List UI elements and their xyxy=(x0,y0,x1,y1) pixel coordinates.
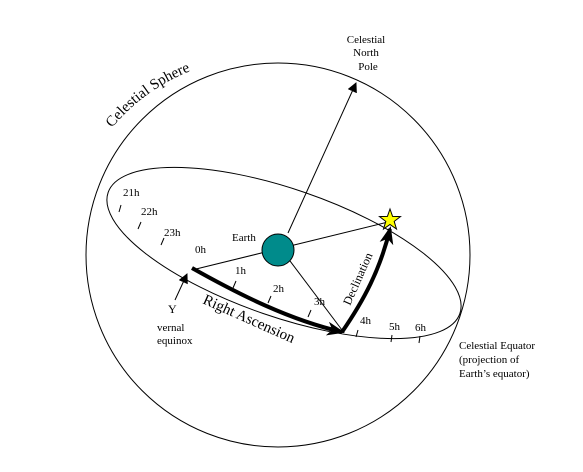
tick-1h xyxy=(232,280,237,289)
tick-22h xyxy=(137,221,142,230)
celestial-sphere-circle xyxy=(85,62,471,448)
hour-label-5h: 5h xyxy=(389,321,401,333)
celestial-equator-ellipse xyxy=(106,166,462,340)
tick-2h xyxy=(267,295,272,304)
hour-label-22h: 22h xyxy=(141,206,158,218)
declination-arrow xyxy=(340,226,394,334)
vernal-pointer-line xyxy=(174,273,188,301)
right-ascension-arrow xyxy=(191,266,345,336)
celestial-sphere-label: Celestial Sphere xyxy=(103,60,192,131)
tick-5h xyxy=(390,334,393,343)
hour-label-23h: 23h xyxy=(164,227,181,239)
equator-label-line3: Earth’s equator) xyxy=(459,368,530,380)
earth-to-ra-line xyxy=(283,252,343,331)
tick-21h xyxy=(118,204,122,213)
earth-circle xyxy=(261,233,295,267)
aries-symbol: Υ xyxy=(168,302,177,316)
tick-6h xyxy=(418,335,421,344)
hour-label-0h: 0h xyxy=(195,244,207,256)
star-icon xyxy=(378,207,402,231)
pole-label-line1: Celestial xyxy=(347,34,386,46)
equator-label-line1: Celestial Equator xyxy=(459,340,535,352)
hour-label-21h: 21h xyxy=(123,187,140,199)
tick-3h xyxy=(307,309,312,318)
tick-23h xyxy=(160,237,165,246)
vernal-label-line2: equinox xyxy=(157,335,193,347)
vernal-label-line1: vernal xyxy=(157,322,184,334)
equator-label-line2: (projection of xyxy=(459,354,520,366)
earth-label: Earth xyxy=(232,232,256,244)
pole-label-line2: North xyxy=(353,47,379,59)
hour-label-4h: 4h xyxy=(360,315,372,327)
hour-label-3h: 3h xyxy=(314,296,326,308)
tick-4h xyxy=(355,329,359,338)
declination-label: Declination xyxy=(340,250,376,307)
hour-label-2h: 2h xyxy=(273,283,285,295)
pole-label-line3: Pole xyxy=(358,61,378,73)
hour-label-1h: 1h xyxy=(235,265,247,277)
hour-ticks xyxy=(118,204,421,344)
pole-axis-line xyxy=(287,82,357,234)
hour-label-6h: 6h xyxy=(415,322,427,334)
